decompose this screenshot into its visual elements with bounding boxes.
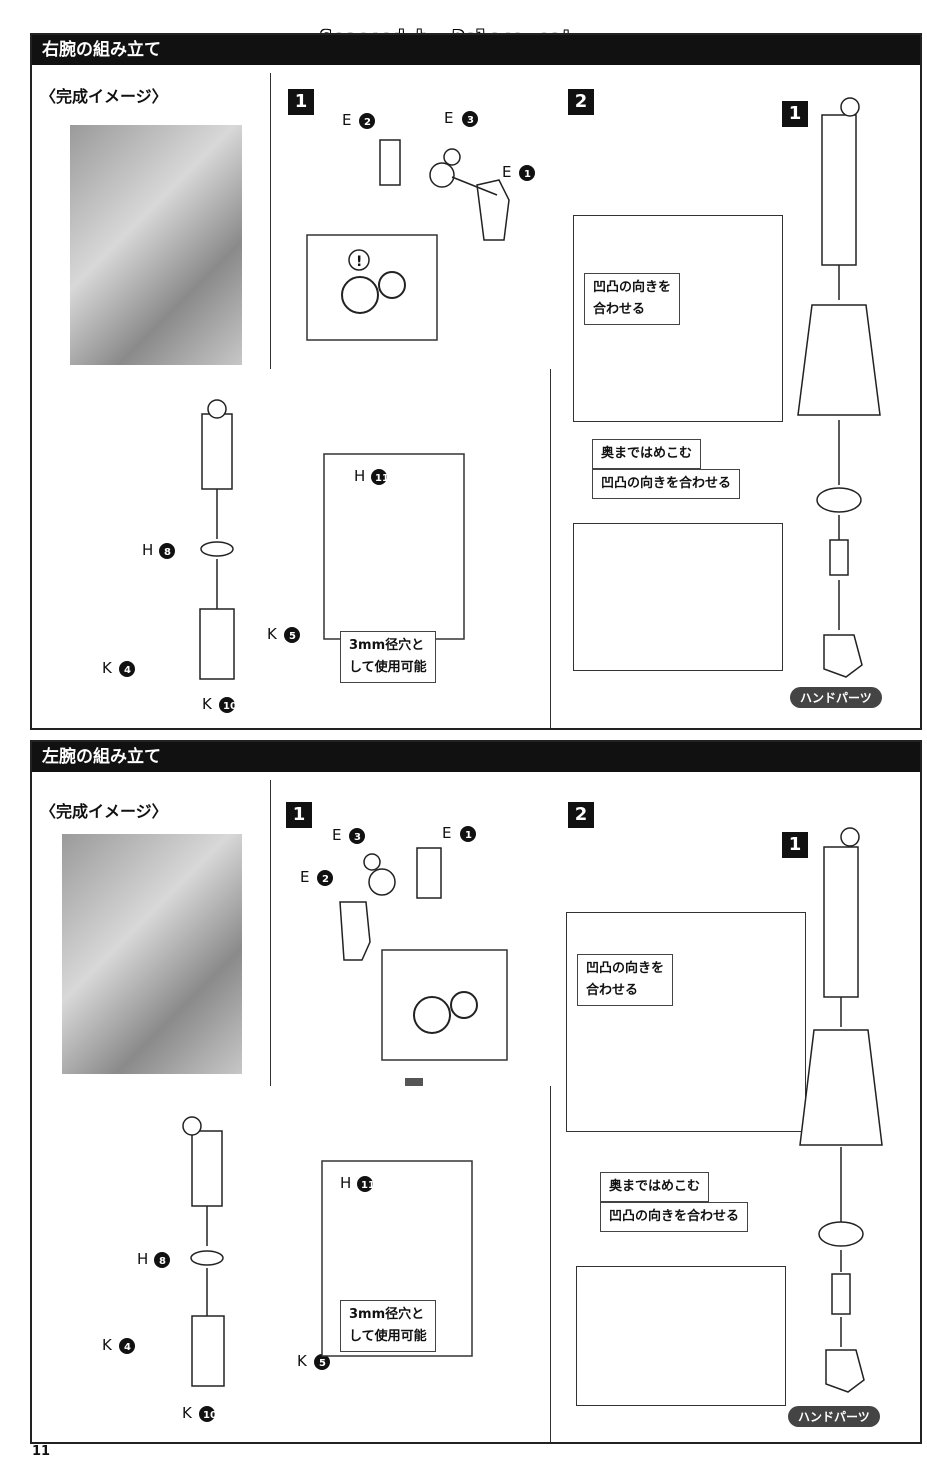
left-substep-badge: 1	[782, 832, 808, 858]
right-step2-badge: 2	[568, 89, 594, 115]
svg-text:5: 5	[289, 631, 296, 642]
svg-text:1: 1	[524, 169, 531, 180]
svg-text:H: H	[354, 467, 365, 485]
right-hand-box	[573, 523, 783, 671]
svg-text:2: 2	[364, 117, 371, 128]
svg-text:K: K	[102, 659, 113, 677]
right-step1-diagram: E 2 E 3 E 1 !	[306, 109, 535, 341]
svg-text:1: 1	[465, 830, 472, 841]
left-arm-title: 左腕の組み立て	[32, 742, 920, 772]
svg-text:11: 11	[361, 1180, 375, 1191]
svg-text:H: H	[142, 541, 153, 559]
svg-text:4: 4	[124, 1342, 131, 1353]
right-align-note: 凹凸の向きを 合わせる	[584, 273, 681, 325]
right-step1-badge: 1	[288, 89, 314, 115]
right-arm-image-label: 〈完成イメージ〉	[40, 87, 168, 106]
svg-text:3: 3	[467, 115, 474, 126]
left-arm-image-box: 〈完成イメージ〉	[32, 780, 271, 1087]
left-arm-image-label: 〈完成イメージ〉	[40, 802, 168, 821]
page-number: 11	[32, 1444, 51, 1459]
svg-text:K: K	[297, 1352, 308, 1370]
svg-text:E: E	[444, 109, 453, 127]
right-hand-parts-pill: ハンドパーツ	[790, 687, 882, 708]
svg-text:K: K	[202, 695, 213, 713]
svg-text:4: 4	[124, 665, 131, 676]
left-align2-note: 凹凸の向きを合わせる	[600, 1202, 749, 1232]
svg-text:8: 8	[164, 547, 171, 558]
svg-text:E: E	[300, 868, 309, 886]
right-press-note: 奥まではめこむ	[592, 439, 702, 469]
svg-text:11: 11	[375, 473, 389, 484]
svg-text:H: H	[340, 1174, 351, 1192]
svg-text:K: K	[182, 1404, 193, 1422]
right-arm-title: 右腕の組み立て	[32, 35, 920, 65]
left-arm-photo	[62, 834, 242, 1074]
svg-text:K: K	[267, 625, 278, 643]
svg-text:5: 5	[319, 1358, 326, 1369]
left-align-box	[566, 912, 806, 1132]
left-align-note: 凹凸の向きを 合わせる	[577, 954, 674, 1006]
left-step2-badge: 2	[568, 802, 594, 828]
left-3mm-note: 3mm径穴と して使用可能	[340, 1300, 436, 1352]
svg-text:E: E	[502, 163, 511, 181]
left-step1-diagram: E 3 E 1 E 2	[300, 824, 508, 1061]
left-step2-diagram	[799, 827, 883, 1393]
svg-text:8: 8	[159, 1256, 166, 1267]
svg-text:2: 2	[322, 874, 329, 885]
left-hand-box	[576, 1266, 786, 1406]
right-arm-photo	[70, 125, 242, 365]
svg-text:10: 10	[223, 701, 237, 712]
svg-text:3: 3	[354, 832, 361, 843]
right-step2-diagram	[797, 97, 881, 678]
svg-text:H: H	[137, 1250, 148, 1268]
right-align2-note: 凹凸の向きを合わせる	[592, 469, 741, 499]
left-step1-badge: 1	[286, 802, 312, 828]
left-hand-parts-pill: ハンドパーツ	[788, 1406, 880, 1427]
svg-text:E: E	[332, 826, 341, 844]
svg-text:E: E	[442, 824, 451, 842]
svg-text:K: K	[102, 1336, 113, 1354]
svg-text:E: E	[342, 111, 351, 129]
right-3mm-note: 3mm径穴と して使用可能	[340, 631, 436, 683]
svg-text:!: !	[356, 254, 362, 270]
right-arm-image-box: 〈完成イメージ〉	[32, 73, 271, 370]
svg-text:10: 10	[203, 1410, 217, 1421]
right-substep-badge: 1	[782, 101, 808, 127]
left-press-note: 奥まではめこむ	[600, 1172, 710, 1202]
